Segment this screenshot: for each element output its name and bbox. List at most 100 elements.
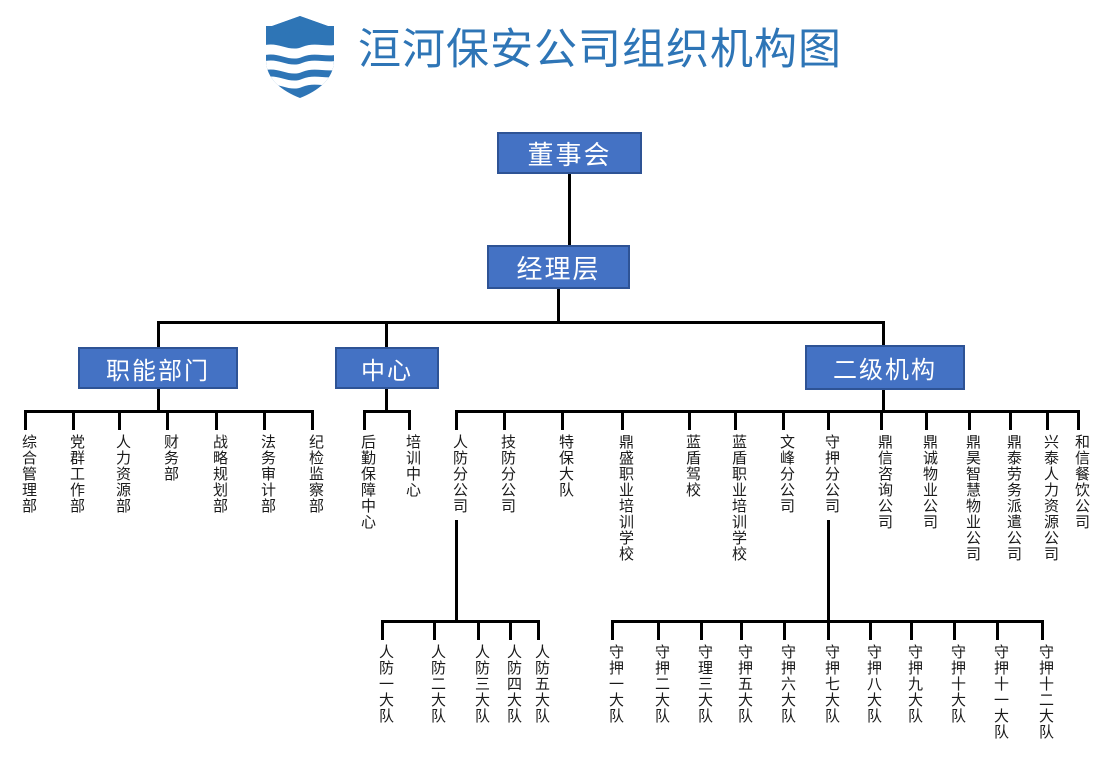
leaf-shouya-team-5: 守押七大队 <box>823 644 839 724</box>
leaf-renfang-team-3: 人防四大队 <box>505 644 521 724</box>
leaf-shouya-team-7: 守押九大队 <box>906 644 922 724</box>
page-header: 洹河保安公司组织机构图 <box>0 0 1119 110</box>
connector-renfang-drop-4 <box>537 620 540 640</box>
leaf-renfang-team-1: 人防二大队 <box>429 644 445 724</box>
connector-functional-drop-1 <box>72 410 75 430</box>
leaf-functional-0: 综合管理部 <box>20 434 36 514</box>
connector-functional-drop-4 <box>215 410 218 430</box>
node-secondary-institutions[interactable]: 二级机构 <box>805 345 965 390</box>
connector-level2-bus <box>157 321 885 324</box>
connector-shouya-stem <box>827 520 830 621</box>
leaf-secondary-13: 和信餐饮公司 <box>1073 434 1089 530</box>
leaf-shouya-team-2: 守理三大队 <box>696 644 712 724</box>
leaf-functional-1: 党群工作部 <box>68 434 84 514</box>
connector-secondary-stem <box>882 390 885 411</box>
connector-secondary-drop-9 <box>925 410 928 430</box>
leaf-secondary-4: 蓝盾驾校 <box>684 434 700 498</box>
leaf-shouya-team-3: 守押五大队 <box>736 644 752 724</box>
connector-shouya-drop-1 <box>657 620 660 640</box>
connector-shouya-drop-2 <box>700 620 703 640</box>
connector-secondary-drop-10 <box>968 410 971 430</box>
connector-secondary-drop-1 <box>503 410 506 430</box>
connector-shouya-drop-5 <box>827 620 830 640</box>
connector-renfang-drop-0 <box>381 620 384 640</box>
leaf-functional-3: 财务部 <box>162 434 178 482</box>
connector-center-drop-1 <box>408 410 411 430</box>
connector-renfang-drop-3 <box>509 620 512 640</box>
connector-secondary-drop-11 <box>1009 410 1012 430</box>
connector-shouya-drop-9 <box>996 620 999 640</box>
shield-wave-logo-icon <box>258 13 342 101</box>
connector-secondary-drop-0 <box>455 410 458 430</box>
leaf-functional-5: 法务审计部 <box>259 434 275 514</box>
connector-secondary-drop-7 <box>827 410 830 430</box>
leaf-secondary-1: 技防分公司 <box>499 434 515 514</box>
node-management-label: 经理层 <box>516 253 601 284</box>
node-center-label: 中心 <box>361 357 413 385</box>
connector-shouya-drop-3 <box>740 620 743 640</box>
connector-bus-to-secondary <box>882 321 885 347</box>
connector-shouya-drop-0 <box>611 620 614 640</box>
connector-renfang-bus <box>381 620 540 623</box>
connector-secondary-drop-13 <box>1077 410 1080 430</box>
node-board-label: 董事会 <box>527 139 612 170</box>
leaf-renfang-team-2: 人防三大队 <box>473 644 489 724</box>
node-functional-label: 职能部门 <box>106 357 210 385</box>
leaf-functional-6: 纪检监察部 <box>307 434 323 514</box>
connector-renfang-drop-1 <box>433 620 436 640</box>
node-board[interactable]: 董事会 <box>497 132 642 174</box>
connector-functional-drop-0 <box>24 410 27 430</box>
node-secondary-label: 二级机构 <box>833 357 937 384</box>
connector-functional-stem <box>157 389 160 411</box>
leaf-secondary-2: 特保大队 <box>557 434 573 498</box>
leaf-secondary-0: 人防分公司 <box>451 434 467 514</box>
leaf-secondary-9: 鼎诚物业公司 <box>921 434 937 530</box>
leaf-shouya-team-6: 守押八大队 <box>865 644 881 724</box>
connector-management-stem <box>557 289 560 322</box>
leaf-secondary-10: 鼎昊智慧物业公司 <box>964 434 980 562</box>
connector-secondary-drop-5 <box>734 410 737 430</box>
connector-secondary-drop-6 <box>782 410 785 430</box>
leaf-shouya-team-0: 守押一大队 <box>607 644 623 724</box>
leaf-secondary-8: 鼎信咨询公司 <box>876 434 892 530</box>
leaf-functional-4: 战略规划部 <box>211 434 227 514</box>
connector-bus-to-functional <box>157 321 160 347</box>
leaf-shouya-team-9: 守押十一大队 <box>992 644 1008 740</box>
leaf-secondary-6: 文峰分公司 <box>778 434 794 514</box>
connector-renfang-drop-2 <box>477 620 480 640</box>
connector-shouya-drop-7 <box>910 620 913 640</box>
leaf-center-0: 后勤保障中心 <box>359 434 375 530</box>
connector-secondary-drop-12 <box>1046 410 1049 430</box>
connector-center-drop-0 <box>363 410 366 430</box>
leaf-renfang-team-0: 人防一大队 <box>377 644 393 724</box>
connector-secondary-drop-3 <box>621 410 624 430</box>
leaf-secondary-5: 蓝盾职业培训学校 <box>730 434 746 562</box>
connector-functional-bus <box>24 410 314 413</box>
leaf-shouya-team-8: 守押十大队 <box>949 644 965 724</box>
node-center[interactable]: 中心 <box>335 347 439 389</box>
leaf-secondary-12: 兴泰人力资源公司 <box>1042 434 1058 562</box>
connector-secondary-bus <box>455 410 1080 413</box>
node-management[interactable]: 经理层 <box>487 245 630 289</box>
connector-bus-to-center <box>385 321 388 347</box>
connector-shouya-drop-4 <box>783 620 786 640</box>
leaf-shouya-team-1: 守押二大队 <box>653 644 669 724</box>
connector-functional-drop-5 <box>263 410 266 430</box>
connector-board-to-management <box>568 174 571 245</box>
connector-shouya-drop-10 <box>1041 620 1044 640</box>
leaf-shouya-team-4: 守押六大队 <box>779 644 795 724</box>
leaf-secondary-11: 鼎泰劳务派遣公司 <box>1005 434 1021 562</box>
leaf-shouya-team-10: 守押十二大队 <box>1037 644 1053 740</box>
leaf-center-1: 培训中心 <box>404 434 420 498</box>
connector-shouya-drop-6 <box>869 620 872 640</box>
connector-secondary-drop-4 <box>688 410 691 430</box>
connector-shouya-drop-8 <box>953 620 956 640</box>
connector-renfang-stem <box>455 520 458 621</box>
connector-functional-drop-3 <box>166 410 169 430</box>
connector-functional-drop-2 <box>118 410 121 430</box>
connector-secondary-drop-2 <box>561 410 564 430</box>
leaf-secondary-3: 鼎盛职业培训学校 <box>617 434 633 562</box>
node-functional-departments[interactable]: 职能部门 <box>78 347 238 389</box>
connector-center-bus <box>363 410 411 413</box>
